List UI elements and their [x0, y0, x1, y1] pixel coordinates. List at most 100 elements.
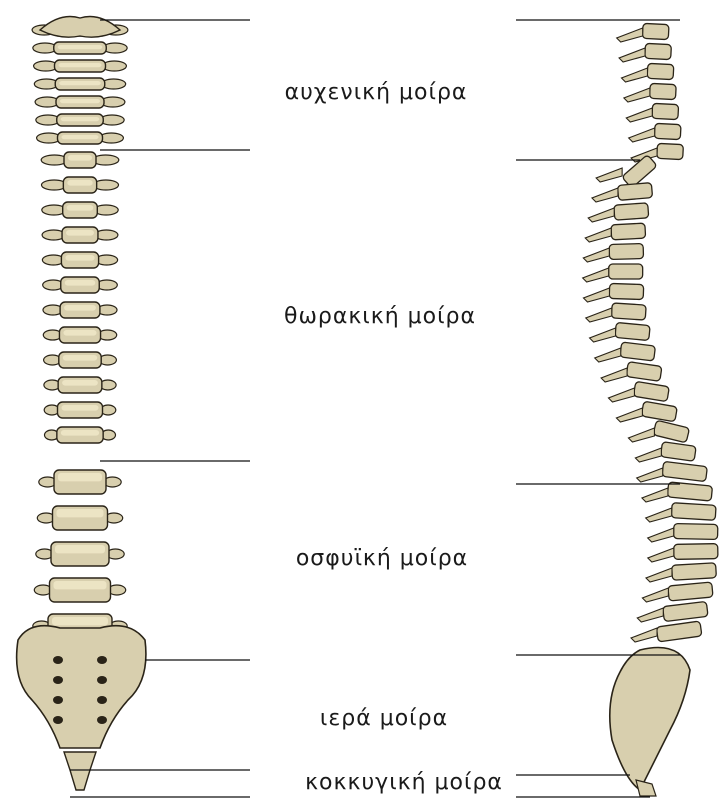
- vertebra-highlight: [59, 63, 102, 67]
- coccyx-front: [64, 752, 96, 790]
- spinous-process: [617, 28, 643, 42]
- spinous-process: [596, 168, 622, 182]
- vertebra-side-body: [674, 524, 718, 540]
- sacral-foramen: [97, 676, 107, 684]
- vertebra-highlight: [54, 581, 107, 589]
- spinous-process: [626, 108, 652, 122]
- sacral-foramen: [97, 716, 107, 724]
- vertebra-side-body: [611, 223, 646, 240]
- spine-side-view: [583, 23, 718, 796]
- vertebra-side-body: [645, 43, 672, 59]
- vertebra-side-body: [667, 482, 712, 501]
- vertebra-side-body: [657, 143, 684, 159]
- vertebra-highlight: [60, 99, 100, 103]
- sacrum-side: [610, 648, 690, 791]
- sacral-foramen: [53, 676, 63, 684]
- vertebra-highlight: [62, 405, 99, 411]
- vertebra-highlight: [58, 45, 103, 49]
- vertebra-side-body: [609, 244, 643, 260]
- spinous-process: [631, 628, 657, 642]
- vertebra-side-body: [660, 442, 696, 462]
- vertebra-side-body: [641, 401, 677, 422]
- vertebra-highlight: [55, 545, 105, 553]
- sacral-foramen: [53, 696, 63, 704]
- vertebra-side-body: [672, 563, 717, 580]
- vertebra-highlight: [65, 255, 94, 261]
- coccyx-side: [636, 780, 656, 796]
- vertebra-highlight: [61, 117, 100, 121]
- vertebra-side-body: [611, 303, 646, 320]
- vertebra-highlight: [66, 230, 94, 236]
- vertebra-side-body: [620, 342, 656, 361]
- spinous-process: [648, 528, 674, 542]
- label-thoracic-region: θωρακική μοίρα: [284, 306, 476, 328]
- spinous-process: [595, 348, 621, 362]
- vertebra-side-body: [647, 63, 674, 79]
- vertebra-side-body: [633, 381, 669, 401]
- vertebra-highlight: [62, 135, 99, 139]
- vertebra-highlight: [58, 473, 102, 481]
- vertebra-side-body: [614, 203, 649, 220]
- spinous-process: [642, 488, 668, 502]
- vertebra-side-body: [656, 621, 702, 642]
- vertebra-side-body: [649, 83, 676, 99]
- vertebra-side-body: [663, 601, 708, 621]
- sacral-foramen: [97, 656, 107, 664]
- vertebra-side-body: [609, 283, 643, 299]
- label-coccygeal-region: κοκκυγική μοίρα: [305, 772, 503, 794]
- vertebra-highlight: [67, 180, 92, 186]
- vertebra-side-body: [671, 503, 716, 521]
- vertebra-side-body: [668, 582, 713, 601]
- vertebra-highlight: [52, 617, 108, 625]
- spinous-process: [588, 208, 614, 222]
- vertebra-highlight: [67, 205, 94, 211]
- spinous-process: [616, 408, 642, 422]
- spine-front-view: [17, 17, 146, 791]
- spinous-process: [635, 448, 661, 462]
- spinous-process: [648, 548, 674, 562]
- vertebra-highlight: [59, 81, 101, 85]
- sacrum-front: [17, 626, 146, 748]
- vertebra-side-body: [674, 544, 718, 560]
- vertebra-side-body: [626, 362, 662, 382]
- vertebra-highlight: [61, 430, 99, 436]
- spinous-process: [590, 328, 616, 342]
- spinous-process: [637, 468, 663, 482]
- spinous-process: [621, 68, 647, 82]
- vertebra-side-body: [653, 420, 690, 443]
- vertebra-highlight: [62, 380, 98, 386]
- spinous-process: [624, 88, 650, 102]
- spinous-process: [646, 568, 672, 582]
- vertebra-side-body: [617, 183, 652, 201]
- spinous-process: [637, 608, 663, 622]
- vertebra-highlight: [65, 280, 96, 286]
- vertebra-side-body: [609, 264, 643, 279]
- spinous-process: [629, 128, 655, 142]
- spinous-process: [601, 368, 627, 382]
- spinous-process: [608, 388, 634, 402]
- vertebra-side-body: [662, 461, 708, 481]
- spinous-process: [583, 268, 609, 282]
- vertebra-highlight: [63, 330, 96, 336]
- spinous-process: [583, 288, 609, 302]
- vertebra-side-body: [642, 23, 669, 39]
- spinous-process: [642, 588, 668, 602]
- label-sacral-region: ιερά μοίρα: [320, 708, 448, 730]
- sacral-foramen: [97, 696, 107, 704]
- spinous-process: [583, 248, 609, 262]
- vertebra-side-body: [652, 103, 679, 119]
- spinous-process: [628, 428, 654, 442]
- vertebra-side-body: [615, 322, 650, 340]
- vertebra-highlight: [68, 155, 92, 161]
- spinous-process: [619, 48, 645, 62]
- label-cervical-region: αυχενική μοίρα: [285, 82, 468, 104]
- label-lumbar-region: οσφυϊκή μοίρα: [296, 548, 468, 570]
- spinous-process: [592, 188, 618, 202]
- sacral-foramen: [53, 716, 63, 724]
- leader-lines: [70, 20, 680, 797]
- spinous-process: [585, 228, 611, 242]
- vertebra-highlight: [64, 305, 96, 311]
- vertebra-side-body: [654, 123, 681, 139]
